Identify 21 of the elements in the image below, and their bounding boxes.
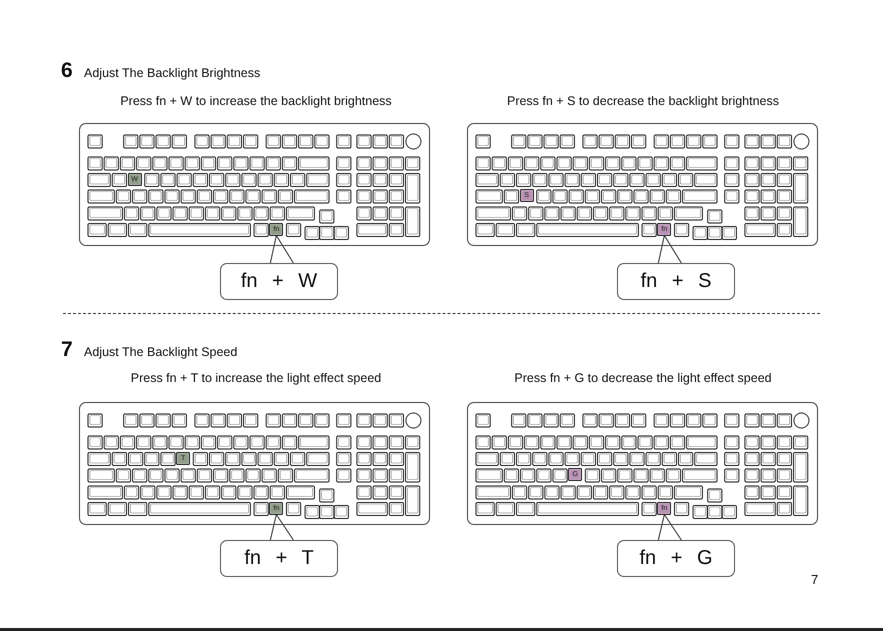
keyboard-case [79,123,430,246]
step-number: 7 [61,338,73,362]
step-number: 6 [61,59,73,84]
section-heading: Adjust The Backlight Speed [84,345,238,360]
section-heading: Adjust The Backlight Brightness [84,66,260,80]
callout-box: fn + T [220,540,338,577]
leader-line [658,234,682,264]
callout-box: fn + S [617,263,735,300]
keyboard-case [467,402,818,525]
instruction-text: Press fn + S to decrease the backlight brightness [506,94,780,108]
leader-line [658,513,682,540]
leader-line [270,513,294,540]
keyboard-case [467,123,818,246]
instruction-text: Press fn + T to increase the light effect speed [130,371,382,386]
instruction-text: Press fn + W to increase the backlight brightness [120,94,392,108]
callout-box: fn + G [617,540,735,577]
leader-line [270,234,294,264]
page-number: 7 [811,573,818,588]
keyboard-case [79,402,430,525]
callout-box: fn + W [220,263,338,300]
instruction-text: Press fn + G to decrease the light effect speed [514,371,772,386]
